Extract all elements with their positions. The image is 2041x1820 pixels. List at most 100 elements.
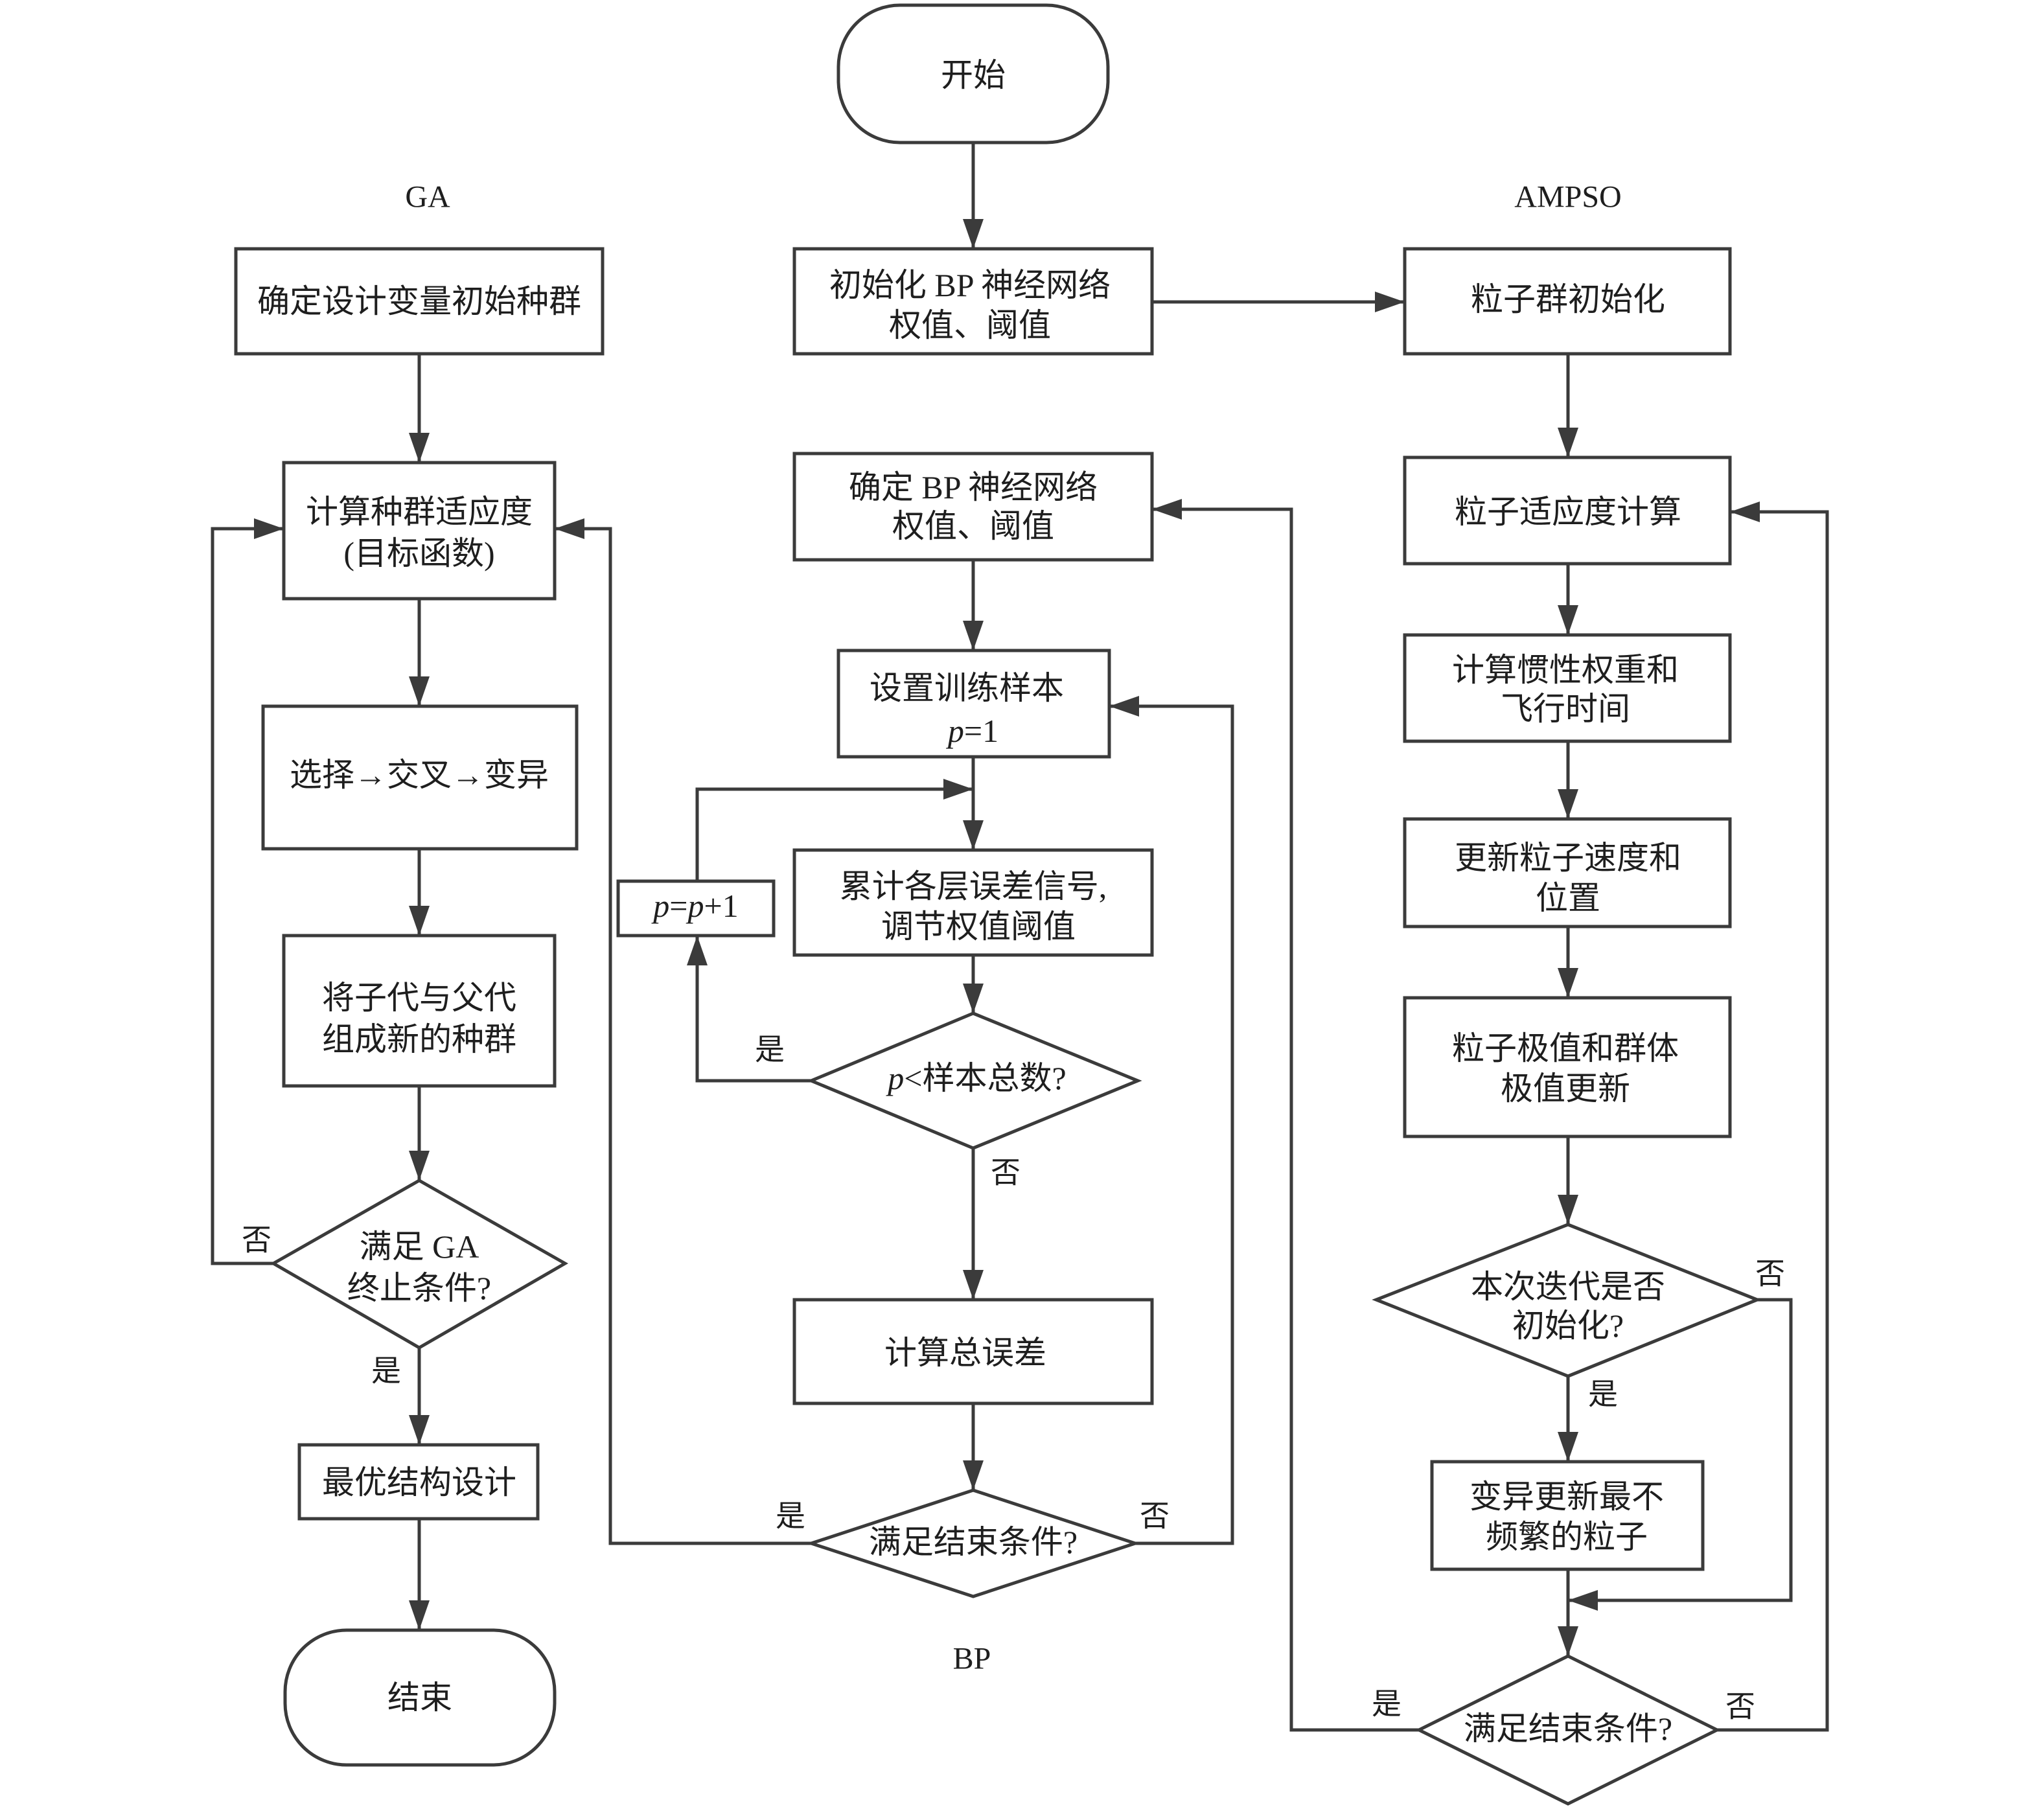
ga-init-shape [234, 247, 605, 356]
pso-iter-yes-label: 是 [1588, 1378, 1618, 1411]
arrowhead-icon [1568, 1590, 1598, 1611]
ga-operators-shape [261, 704, 579, 851]
arrowhead-icon [555, 518, 584, 539]
bp-end-decision-shape [805, 1488, 1141, 1598]
ga-optimal-label: 最优结构设计 [322, 1464, 516, 1501]
pso-mutate-shape [1430, 1460, 1705, 1571]
ga-decision-yes-label: 是 [371, 1355, 401, 1388]
arrowhead-icon [1109, 696, 1139, 717]
arrowhead-icon [1558, 968, 1578, 998]
arrowhead-icon [409, 1415, 430, 1445]
bp-increment-mid: = [669, 888, 687, 924]
arrowhead-icon [943, 779, 973, 800]
bp-init-label-line2: 权值、阈值 [889, 307, 1051, 343]
pso-end-decision-label: 满足结束条件? [1464, 1711, 1672, 1747]
pso-inertia-label-line1: 计算惯性权重和 [1452, 652, 1679, 688]
pso-end-no-label: 否 [1725, 1690, 1755, 1723]
pso-extremum-box: 粒子极值和群体 极值更新 [1403, 996, 1732, 1138]
pso-mutate-label-line1: 变异更新最不 [1470, 1479, 1664, 1515]
arrowhead-icon [1558, 428, 1578, 457]
connector-bp-sample-yes [695, 936, 811, 1083]
connector-pso-iter-no [1568, 1298, 1793, 1602]
bp-increment-shape [616, 879, 776, 938]
bp-section-title: BP [953, 1642, 991, 1676]
ga-operators-label: 选择→交叉→变异 [290, 757, 549, 793]
bp-sample-yes-label: 是 [755, 1033, 785, 1066]
bp-end-decision-label: 满足结束条件? [869, 1524, 1078, 1560]
connector-pso-end-no-loop [1717, 510, 1829, 1732]
arrowhead-icon [409, 1600, 430, 1630]
pso-extremum-shape [1403, 996, 1732, 1138]
pso-inertia-label-line2: 飞行时间 [1501, 691, 1630, 727]
ga-init-label: 确定设计变量初始种群 [257, 283, 581, 319]
ga-merge-box: 将子代与父代 组成新的种群 [282, 934, 557, 1088]
bp-determine-box: 确定 BP 神经网络 权值、阈值 [792, 452, 1154, 562]
pso-update-label-line1: 更新粒子速度和 [1455, 840, 1681, 876]
ampso-section-title: AMPSO [1514, 180, 1621, 214]
arrowhead-icon [409, 906, 430, 936]
ga-fitness-box: 计算种群适应度 (目标函数) [282, 461, 557, 601]
pso-end-decision: 满足结束条件? [1415, 1654, 1721, 1806]
bp-set-samples-rest: =1 [964, 713, 998, 749]
bp-accumulate-label-line1: 累计各层误差信号, [840, 868, 1107, 904]
arrowhead-icon [409, 433, 430, 463]
ga-merge-shape [282, 934, 557, 1088]
bp-increment-var2: p [686, 888, 704, 924]
bp-set-samples-box: 设置训练样本 p=1 [836, 649, 1111, 759]
arrowhead-icon [963, 984, 984, 1013]
bp-accumulate-shape [792, 848, 1154, 957]
ga-decision-no-label: 否 [242, 1224, 271, 1257]
bp-total-error-shape [792, 1298, 1154, 1405]
bp-sample-decision-shape [807, 1011, 1142, 1150]
pso-update-label-line2: 位置 [1536, 880, 1600, 916]
bp-total-error-label: 计算总误差 [884, 1335, 1046, 1371]
bp-end-no-label: 否 [1140, 1500, 1170, 1533]
start-terminal: 开始 [836, 3, 1110, 144]
ga-section-title: GA [405, 180, 450, 214]
ga-fitness-label-line2: (目标函数) [343, 535, 494, 571]
pso-iter-decision-shape [1372, 1223, 1762, 1378]
pso-update-shape [1403, 817, 1732, 928]
start-terminal-shape [836, 3, 1110, 144]
bp-set-samples-label-line1: 设置训练样本 [870, 670, 1064, 706]
arrowhead-icon [963, 621, 984, 651]
connector-pso-end-yes-to-bp [1152, 507, 1419, 1732]
bp-sample-no-label: 否 [991, 1157, 1020, 1190]
pso-fitness-shape [1403, 455, 1732, 566]
end-label: 结束 [387, 1679, 452, 1716]
pso-extremum-label-line2: 极值更新 [1501, 1070, 1630, 1107]
bp-increment-box: p=p+1 [616, 879, 776, 938]
bp-increment-rest: +1 [704, 888, 739, 924]
arrowhead-icon [409, 1151, 430, 1181]
ga-fitness-label-line1: 计算种群适应度 [306, 494, 533, 530]
pso-extremum-label-line1: 粒子极值和群体 [1452, 1030, 1679, 1066]
ga-init-box: 确定设计变量初始种群 [234, 247, 605, 356]
pso-update-box: 更新粒子速度和 位置 [1403, 817, 1732, 928]
arrowhead-icon [1558, 1626, 1578, 1656]
arrowhead-icon [1558, 1195, 1578, 1225]
bp-sample-decision: p<样本总数? [807, 1011, 1142, 1150]
pso-end-decision-shape [1415, 1654, 1721, 1806]
bp-determine-label-line1: 确定 BP 神经网络 [849, 469, 1098, 505]
ga-operators-box: 选择→交叉→变异 [261, 704, 579, 851]
end-terminal-shape [283, 1628, 557, 1767]
pso-init-label: 粒子群初始化 [1471, 281, 1665, 317]
arrowhead-icon [254, 518, 284, 539]
ga-decision-label-line1: 满足 GA [360, 1228, 479, 1265]
bp-init-label-line1: 初始化 BP 神经网络 [829, 267, 1111, 303]
connector-ga-no-loop [211, 527, 284, 1265]
ga-fitness-shape [282, 461, 557, 601]
connector-bp-increment-loop [695, 787, 973, 881]
arrowhead-icon [687, 936, 708, 965]
bp-end-decision: 满足结束条件? [805, 1488, 1141, 1598]
bp-increment-var1: p [651, 888, 669, 924]
ga-decision-shape [270, 1179, 569, 1350]
pso-init-shape [1403, 247, 1732, 356]
bp-total-error-box: 计算总误差 [792, 1298, 1154, 1405]
bp-sample-decision-var: p [886, 1060, 904, 1096]
arrowhead-icon [1558, 605, 1578, 635]
start-label: 开始 [941, 57, 1006, 93]
bp-set-samples-var: p [946, 713, 964, 749]
ga-merge-label-line1: 将子代与父代 [322, 980, 516, 1016]
